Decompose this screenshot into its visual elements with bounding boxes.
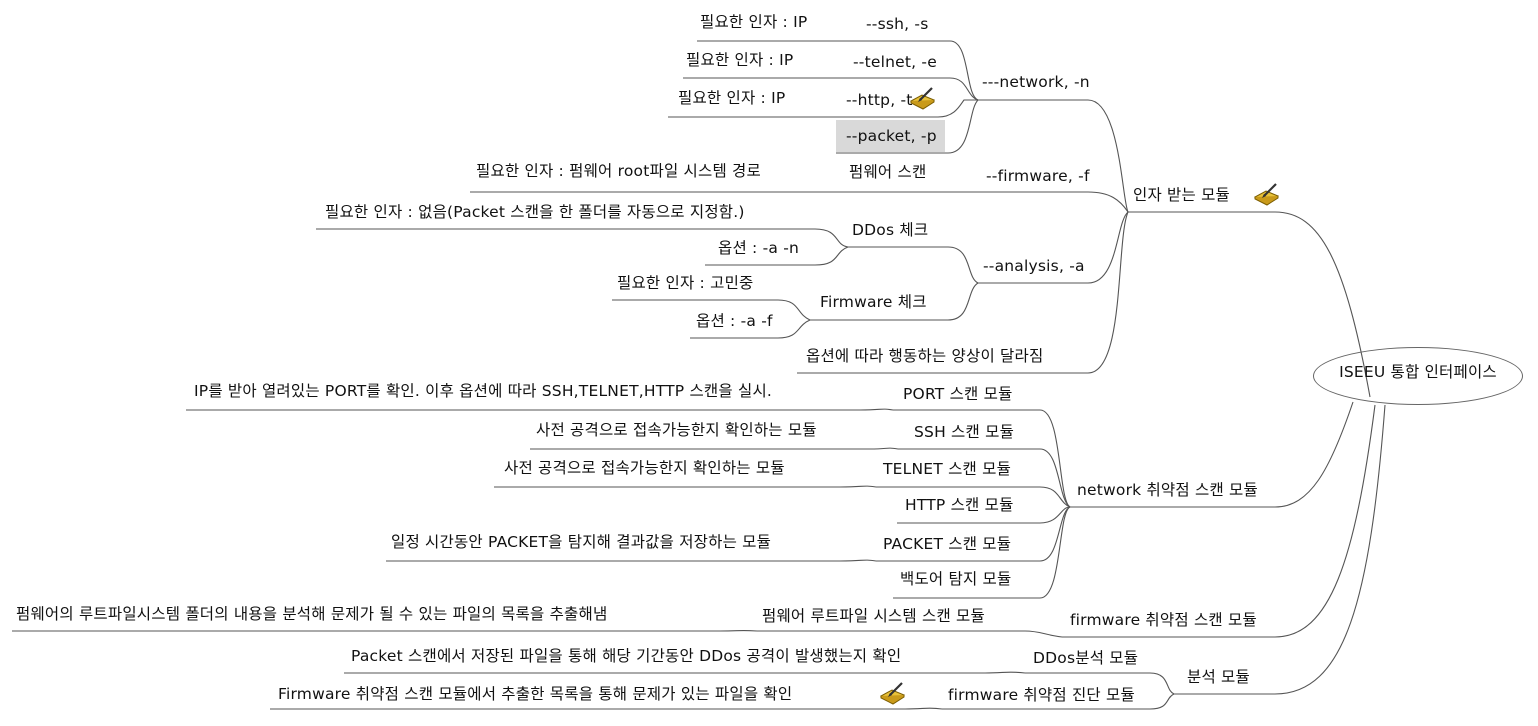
firmware-scan-label[interactable]: 펌웨어 스캔 [849, 163, 927, 181]
packet-scan-module[interactable]: PACKET 스캔 모듈 [883, 535, 1012, 553]
root-node-label: ISEEU 통합 인터페이스 [1339, 363, 1497, 381]
option-ssh[interactable]: --ssh, -s [866, 15, 929, 33]
option-packet[interactable]: --packet, -p [836, 120, 945, 152]
option-http[interactable]: --http, -t [846, 91, 913, 109]
backdoor-detect-module[interactable]: 백도어 탐지 모듈 [900, 570, 1012, 588]
option-firmware[interactable]: --firmware, -f [986, 167, 1090, 185]
edit-pencil-icon [878, 681, 906, 705]
ddos-check-option: 옵션 : -a -n [718, 239, 800, 257]
ddos-analysis-description: Packet 스캔에서 저장된 파일을 통해 해당 기간동안 DDos 공격이 … [351, 647, 902, 665]
port-scan-description: IP를 받아 열려있는 PORT를 확인. 이후 옵션에 따라 SSH,TELN… [194, 382, 773, 400]
option-analysis[interactable]: --analysis, -a [983, 257, 1085, 275]
root-node[interactable] [1313, 347, 1523, 405]
firmware-check-option: 옵션 : -a -f [696, 312, 773, 330]
firmware-check-requirement: 필요한 인자 : 고민중 [617, 274, 754, 292]
ddos-analysis-module[interactable]: DDos분석 모듈 [1033, 649, 1139, 667]
http-scan-module[interactable]: HTTP 스캔 모듈 [905, 496, 1014, 514]
edit-pencil-icon [908, 86, 936, 110]
option-network[interactable]: ---network, -n [982, 73, 1090, 91]
rootfs-scan-module[interactable]: 펌웨어 루트파일 시스템 스캔 모듈 [762, 607, 985, 625]
edit-pencil-icon [1252, 182, 1280, 206]
firmware-check-label[interactable]: Firmware 체크 [820, 293, 927, 311]
ssh-scan-module[interactable]: SSH 스캔 모듈 [914, 423, 1015, 441]
behavior-note: 옵션에 따라 행동하는 양상이 달라짐 [806, 347, 1044, 365]
firmware-diagnosis-module[interactable]: firmware 취약점 진단 모듈 [948, 686, 1135, 704]
branch-argument-module[interactable]: 인자 받는 모듈 [1133, 186, 1231, 204]
ddos-check-label[interactable]: DDos 체크 [852, 221, 929, 239]
http-requirement: 필요한 인자 : IP [678, 89, 786, 107]
branch-analysis-module[interactable]: 분석 모듈 [1187, 668, 1250, 686]
firmware-diagnosis-description: Firmware 취약점 스캔 모듈에서 추출한 목록을 통해 문제가 있는 파… [278, 685, 793, 703]
option-telnet[interactable]: --telnet, -e [853, 53, 937, 71]
ssh-scan-description: 사전 공격으로 접속가능한지 확인하는 모듈 [536, 421, 817, 439]
branch-network-module[interactable]: network 취약점 스캔 모듈 [1077, 481, 1258, 499]
rootfs-scan-description: 펌웨어의 루트파일시스템 폴더의 내용을 분석해 문제가 될 수 있는 파일의 … [16, 605, 608, 623]
telnet-scan-module[interactable]: TELNET 스캔 모듈 [883, 460, 1012, 478]
telnet-requirement: 필요한 인자 : IP [686, 51, 794, 69]
telnet-scan-description: 사전 공격으로 접속가능한지 확인하는 모듈 [504, 459, 785, 477]
packet-scan-description: 일정 시간동안 PACKET을 탐지해 결과값을 저장하는 모듈 [391, 533, 772, 551]
firmware-scan-requirement: 필요한 인자 : 펌웨어 root파일 시스템 경로 [476, 162, 761, 180]
ssh-requirement: 필요한 인자 : IP [700, 13, 808, 31]
ddos-check-requirement: 필요한 인자 : 없음(Packet 스캔을 한 폴더를 자동으로 지정함.) [325, 203, 745, 221]
branch-firmware-module[interactable]: firmware 취약점 스캔 모듈 [1070, 611, 1257, 629]
port-scan-module[interactable]: PORT 스캔 모듈 [903, 385, 1013, 403]
